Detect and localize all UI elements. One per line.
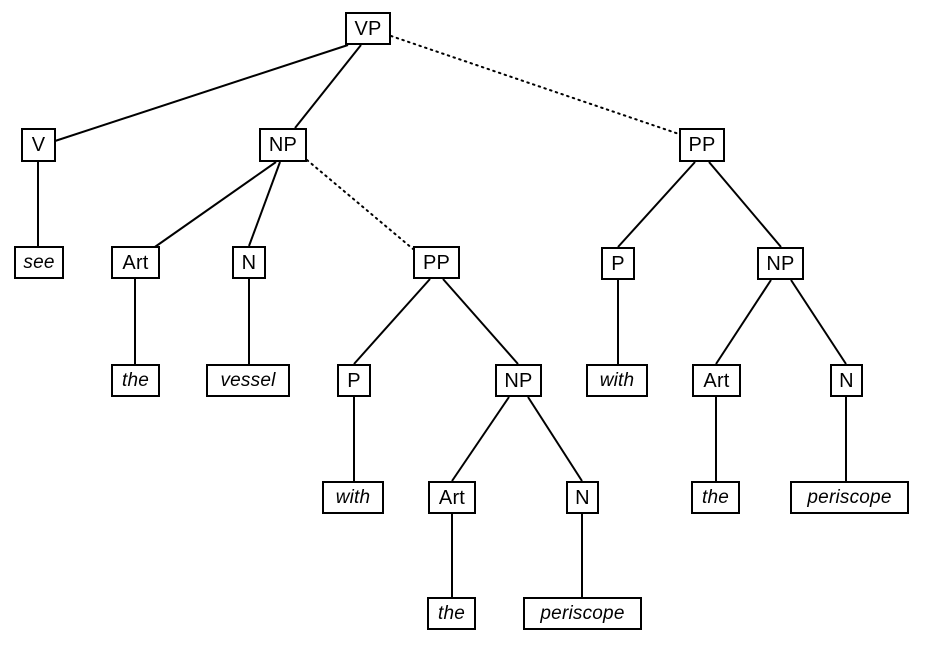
category-node-art_right: Art	[692, 364, 741, 397]
leaf-node-the1: the	[111, 364, 160, 397]
tree-edge-np1-to-n1	[248, 161, 281, 247]
category-node-n_right: N	[830, 364, 863, 397]
tree-edge-np1-to-pp_mid	[306, 159, 414, 250]
tree-edge-pp_mid-to-np_mid	[442, 278, 519, 365]
category-node-pp_mid: PP	[413, 246, 460, 279]
leaf-node-with_r: with	[586, 364, 648, 397]
leaf-node-the_r: the	[691, 481, 740, 514]
leaf-node-peri_r: periscope	[790, 481, 909, 514]
tree-edge-np1-to-art1	[151, 161, 277, 250]
tree-edge-vp-to-np1	[294, 44, 362, 129]
category-node-np1: NP	[259, 128, 307, 162]
tree-edge-pp_right-to-p_right	[617, 161, 696, 248]
category-node-p_right: P	[601, 247, 635, 280]
category-node-n1: N	[232, 246, 266, 279]
leaf-node-the_m: the	[427, 597, 476, 630]
leaf-node-with_m: with	[322, 481, 384, 514]
category-node-art1: Art	[111, 246, 160, 279]
tree-edge-np_mid-to-n_mid	[527, 396, 583, 482]
tree-edge-np_right-to-art_right	[715, 279, 772, 365]
tree-edge-np_right-to-n_right	[790, 279, 847, 365]
leaf-node-vessel: vessel	[206, 364, 290, 397]
leaf-node-peri_m: periscope	[523, 597, 642, 630]
tree-edge-vp-to-v	[54, 44, 349, 142]
tree-edge-np_mid-to-art_mid	[451, 396, 510, 482]
category-node-art_mid: Art	[428, 481, 476, 514]
category-node-vp: VP	[345, 12, 391, 45]
category-node-p_mid: P	[337, 364, 371, 397]
category-node-v: V	[21, 128, 56, 162]
tree-edge-pp_mid-to-p_mid	[353, 278, 431, 365]
leaf-node-see: see	[14, 246, 64, 279]
tree-edge-vp-to-pp_right	[390, 35, 680, 135]
category-node-np_mid: NP	[495, 364, 542, 397]
category-node-np_right: NP	[757, 247, 804, 280]
category-node-n_mid: N	[566, 481, 599, 514]
tree-edge-pp_right-to-np_right	[708, 161, 782, 248]
category-node-pp_right: PP	[679, 128, 725, 162]
